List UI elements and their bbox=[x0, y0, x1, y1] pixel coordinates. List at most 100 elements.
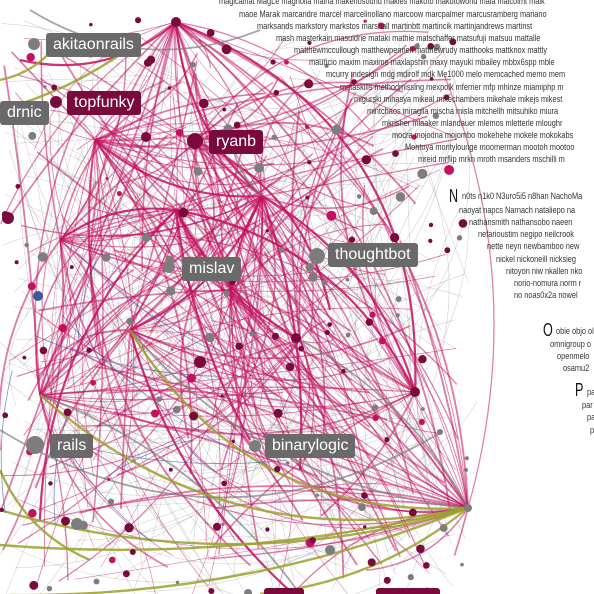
name-index-line: magicalhat MagLe magnolia maiha makenoso… bbox=[219, 0, 545, 6]
name-index-line: omnigroup o bbox=[550, 339, 592, 349]
graph-edge bbox=[175, 209, 301, 341]
graph-edge bbox=[39, 326, 304, 403]
node-label-akitaonrails[interactable]: akitaonrails bbox=[46, 33, 141, 57]
graph-edge bbox=[320, 391, 416, 517]
graph-node bbox=[390, 233, 400, 243]
graph-edge bbox=[388, 368, 469, 509]
graph-node bbox=[395, 313, 400, 318]
graph-node bbox=[460, 562, 464, 567]
graph-edge bbox=[0, 469, 91, 562]
graph-node bbox=[233, 121, 241, 129]
node-label-ryanb[interactable]: ryanb bbox=[209, 130, 264, 154]
name-index-line: openmelo bbox=[557, 351, 590, 361]
graph-node bbox=[417, 168, 428, 179]
node-label-mislav[interactable]: mislav bbox=[182, 257, 242, 281]
name-index-line: p bbox=[590, 425, 594, 435]
node-label-binarylogic[interactable]: binarylogic bbox=[265, 434, 356, 458]
node-label-drnic[interactable]: drnic bbox=[0, 101, 49, 125]
graph-edge bbox=[39, 394, 156, 594]
graph-node bbox=[265, 527, 270, 532]
name-index-line: nickel nickoneill nicksieg bbox=[496, 254, 576, 264]
graph-edge bbox=[53, 415, 68, 525]
graph-edge bbox=[291, 189, 391, 386]
graph-node bbox=[392, 150, 399, 157]
graph-edge bbox=[260, 77, 311, 197]
graph-edge bbox=[129, 169, 441, 331]
graph-node bbox=[208, 587, 215, 594]
graph-edge bbox=[362, 184, 416, 393]
graph-node bbox=[358, 503, 366, 511]
graph-node bbox=[28, 509, 37, 518]
graph-edge bbox=[195, 576, 395, 594]
graph-node bbox=[304, 79, 314, 89]
graph-node bbox=[14, 260, 19, 265]
name-index-line: Montoya montylounge moomerman mootoh moo… bbox=[405, 142, 575, 152]
graph-edge bbox=[279, 76, 469, 509]
graph-edge bbox=[174, 21, 372, 132]
name-index-line: metaskills methodmissing mexpolk mferrie… bbox=[340, 82, 564, 92]
graph-node bbox=[327, 322, 332, 327]
graph-edge bbox=[89, 445, 246, 594]
name-index-line: osamu2 bbox=[563, 363, 590, 373]
graph-edge bbox=[174, 21, 263, 197]
graph-edge bbox=[331, 426, 407, 590]
graph-edge bbox=[120, 329, 131, 509]
graph-node bbox=[367, 558, 376, 567]
graph-edge bbox=[49, 118, 131, 331]
graph-edge bbox=[41, 139, 96, 398]
graph-edge bbox=[175, 20, 417, 393]
graph-node bbox=[2, 412, 9, 419]
graph-node bbox=[122, 570, 130, 578]
graph-edge bbox=[27, 209, 177, 401]
graph-edge bbox=[261, 195, 457, 471]
graph-node bbox=[222, 107, 227, 112]
graph-edge bbox=[340, 73, 416, 393]
graph-node bbox=[27, 282, 36, 291]
node-label-topfunky[interactable]: topfunky bbox=[67, 91, 142, 115]
graph-edge bbox=[94, 139, 193, 475]
graph-edge bbox=[88, 468, 252, 499]
graph-edge bbox=[59, 135, 374, 248]
node-label-thoughtbot[interactable]: thoughtbot bbox=[328, 243, 418, 267]
name-index-line: mkrisher mlaaker mlandauer mlemos mlette… bbox=[382, 118, 563, 128]
graph-edge bbox=[0, 506, 469, 546]
graph-edge bbox=[299, 339, 469, 509]
graph-node bbox=[369, 311, 376, 318]
graph-edge bbox=[118, 425, 418, 532]
name-index-line: par bbox=[582, 400, 593, 410]
graph-edge bbox=[141, 21, 176, 272]
graph-node bbox=[429, 77, 434, 81]
graph-edge bbox=[67, 21, 176, 384]
graph-edge bbox=[9, 545, 300, 583]
graph-edge bbox=[405, 226, 469, 399]
graph-node bbox=[26, 52, 35, 62]
graph-edge bbox=[10, 51, 96, 141]
graph-edge bbox=[5, 406, 99, 594]
graph-node bbox=[298, 345, 305, 352]
graph-edge bbox=[20, 126, 272, 438]
graph-edge bbox=[80, 140, 197, 385]
graph-node bbox=[420, 53, 427, 60]
name-index-line: nefarioustim negipo neilcrook bbox=[478, 229, 575, 239]
graph-edge bbox=[95, 219, 169, 406]
graph-edge bbox=[239, 247, 313, 286]
node-dot-mislav bbox=[163, 261, 175, 273]
name-index-line: no noas0x2a nowel bbox=[514, 290, 578, 300]
name-index-line: n0ts n1k0 N3uro5i5 n8han NachoMa bbox=[462, 191, 583, 201]
graph-edge bbox=[87, 139, 252, 567]
graph-edge bbox=[39, 394, 318, 478]
graph-node bbox=[464, 456, 469, 461]
node-label-rails[interactable]: rails bbox=[50, 434, 94, 458]
graph-node bbox=[416, 544, 425, 554]
graph-edge bbox=[51, 21, 176, 549]
graph-edge bbox=[34, 21, 176, 150]
name-index-line: marksands markstory markstos marshall ma… bbox=[257, 21, 533, 31]
graph-node bbox=[141, 132, 151, 142]
graph-edge bbox=[59, 239, 99, 351]
graph-node bbox=[46, 585, 53, 592]
graph-node bbox=[395, 296, 402, 302]
graph-node bbox=[309, 537, 316, 544]
graph-edge bbox=[59, 57, 127, 241]
index-letter-o: O bbox=[543, 320, 553, 340]
